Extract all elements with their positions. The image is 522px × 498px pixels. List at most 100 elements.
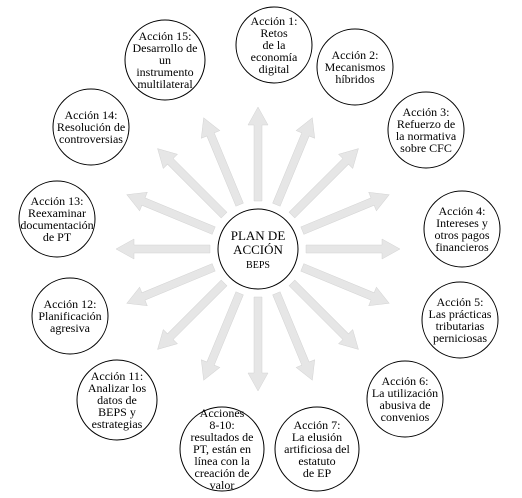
action-label-line: multilateral: [137, 77, 193, 91]
action-circle: [52, 88, 130, 166]
action-label-line: controversias: [59, 132, 123, 146]
action-label-line: Acción 11:: [91, 369, 144, 383]
center-node: PLAN DE ACCIÓN BEPS: [217, 208, 299, 290]
action-label-line: agresiva: [50, 321, 91, 335]
action-node-accion-15: Acción 15:Desarrollo deuninstrumentomult…: [124, 19, 206, 101]
radial-arrow: [300, 263, 390, 306]
action-label-line: Refuerzo de: [397, 117, 455, 131]
center-title-line-2: ACCIÓN: [233, 242, 283, 257]
action-label-line: Acción 7:: [294, 418, 341, 432]
radial-arrow: [157, 279, 228, 350]
action-label-line: Acciones: [200, 406, 245, 420]
action-label-line: Acción 1:: [251, 14, 298, 28]
action-label-line: sobre CFC: [400, 141, 452, 155]
action-label-line: Acción 4:: [439, 204, 486, 218]
radial-arrow: [201, 291, 244, 381]
action-label-line: convenios: [381, 410, 430, 424]
action-label-line: La elusión: [292, 430, 342, 444]
action-circle: [18, 180, 96, 258]
action-label-line: valor: [210, 478, 235, 492]
radial-arrow: [126, 263, 216, 306]
action-label-line: Analizar los: [88, 381, 147, 395]
action-label-line: financieros: [435, 240, 489, 254]
action-label-line: estrategias: [92, 417, 143, 431]
action-label-line: perniciosas: [433, 331, 487, 345]
action-label-line: BEPS y: [98, 405, 136, 419]
action-label-line: Acción 6:: [382, 374, 429, 388]
action-label-line: Desarrollo de: [133, 41, 198, 55]
action-circle: [179, 406, 265, 492]
center-circle: [217, 208, 299, 290]
center-title-line-3: BEPS: [246, 260, 270, 271]
action-circle: [274, 406, 360, 492]
action-circle: [76, 359, 158, 441]
radial-arrow: [126, 192, 216, 235]
action-label-line: Planificación: [38, 309, 101, 323]
action-label-line: de la: [263, 38, 287, 52]
action-label-line: híbridos: [335, 72, 375, 86]
action-label-line: de PT: [43, 230, 72, 244]
action-label-line: de EP: [303, 466, 332, 480]
action-label-line: Reexaminar: [28, 206, 86, 220]
radial-arrow: [247, 106, 269, 202]
radial-arrow: [288, 279, 359, 350]
action-label-line: Acción 15:: [139, 29, 192, 43]
action-label-line: abusiva de: [380, 398, 431, 412]
action-circle: [421, 281, 499, 359]
action-circle: [423, 190, 501, 268]
action-label-line: artificiosa del: [284, 442, 350, 456]
action-label-line: economía: [251, 50, 298, 64]
action-label-line: Resolución de: [57, 120, 125, 134]
radial-arrow: [247, 296, 269, 392]
action-label-line: Acción 14:: [65, 108, 118, 122]
action-label-line: documentación: [20, 218, 93, 232]
action-circle: [235, 6, 313, 84]
radial-arrows: [115, 106, 401, 392]
action-circle: [366, 360, 444, 438]
action-label-line: Acción 13:: [31, 194, 84, 208]
action-label-line: tributarias: [436, 319, 485, 333]
action-label-line: instrumento: [136, 65, 193, 79]
action-label-line: otros pagos: [435, 228, 490, 242]
action-node-accion-5: Acción 5:Las prácticastributariaspernici…: [421, 281, 499, 359]
radial-arrow: [305, 238, 401, 260]
action-label-line: un: [159, 53, 171, 67]
action-label-line: resultados de: [191, 430, 254, 444]
action-label-line: Intereses y: [436, 216, 488, 230]
action-label-line: creación de: [195, 466, 250, 480]
action-label-line: estatuto: [298, 454, 335, 468]
radial-arrow: [300, 192, 390, 235]
radial-arrow: [157, 148, 228, 219]
action-label-line: La utilización: [372, 386, 438, 400]
action-label-line: Acción 12:: [44, 297, 97, 311]
action-label-line: línea con la: [194, 454, 250, 468]
action-label-line: Acción 5:: [437, 295, 484, 309]
action-label-line: Retos: [260, 26, 288, 40]
action-label-line: Acción 3:: [403, 105, 450, 119]
action-label-line: Mecanismos: [325, 60, 386, 74]
radial-arrow: [201, 117, 244, 207]
radial-arrow: [115, 238, 211, 260]
action-label-line: PT, están en: [193, 442, 251, 456]
action-label-line: Acción 2:: [332, 48, 379, 62]
radial-arrow: [272, 117, 315, 207]
action-label-line: digital: [259, 62, 290, 76]
radial-arrow: [288, 148, 359, 219]
action-circle: [387, 91, 465, 169]
center-title-line-1: PLAN DE: [231, 228, 286, 243]
action-circle: [31, 277, 109, 355]
action-label-line: 8-10:: [209, 418, 234, 432]
action-circle: [124, 19, 206, 101]
action-label-line: la normativa: [396, 129, 457, 143]
